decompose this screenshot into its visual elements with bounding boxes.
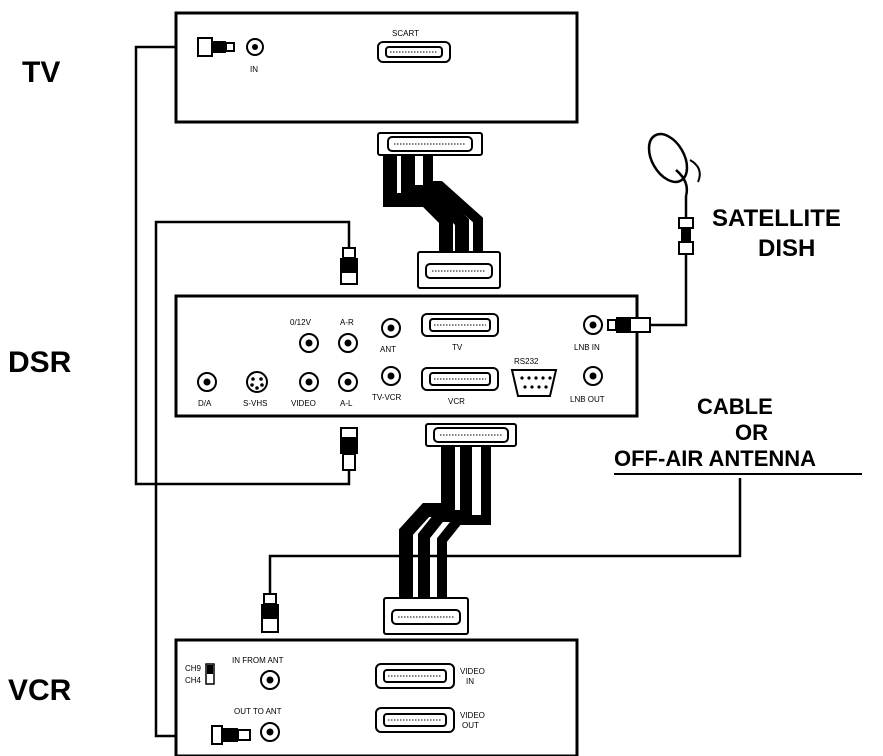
vcr-video-in-label-1: VIDEO — [460, 667, 485, 676]
dsr-v12-label: 0/12V — [290, 318, 312, 327]
dsr-vcr-scart-port[interactable] — [421, 367, 499, 391]
vcr-video-in-scart-port[interactable] — [375, 663, 455, 689]
dsr-al-label: A-L — [340, 399, 353, 408]
dish-feed-cable — [650, 254, 688, 327]
dsr-ant-label: ANT — [380, 345, 396, 354]
vcr-switch-ch-b: CH4 — [185, 676, 202, 685]
dsr-rs232-port[interactable] — [510, 369, 558, 397]
vcr-label: VCR — [8, 674, 72, 707]
dsr-da-port[interactable] — [197, 372, 217, 392]
vcr-out-to-ant-port[interactable] — [260, 722, 280, 742]
dsr-svhs-label: S-VHS — [243, 399, 267, 408]
tv-unit: IN SCART — [174, 11, 579, 124]
tv-scart-port[interactable] — [377, 41, 451, 63]
dsr-video-label: VIDEO — [291, 399, 316, 408]
dsr-ant-port[interactable] — [381, 318, 401, 338]
dsr-al-port[interactable] — [338, 372, 358, 392]
dsr-lnb-in-port[interactable] — [583, 315, 603, 335]
dsr-rs232-label: RS232 — [514, 357, 539, 366]
dsr-tvvcr-label: TV-VCR — [372, 393, 402, 402]
dish-cable-plug — [678, 217, 694, 255]
cable-label-line2: OR — [735, 420, 768, 445]
dsr-v12-port[interactable] — [299, 333, 319, 353]
tv-scart-label: SCART — [392, 29, 419, 38]
vcr-video-out-label-2: OUT — [462, 721, 479, 730]
vcr-in-from-ant-port[interactable] — [260, 670, 280, 690]
vcr-in-cable-plug — [261, 593, 279, 633]
tv-rf-cable — [134, 45, 351, 486]
dsr-tv-scart-port[interactable] — [421, 313, 499, 337]
dsr-lnb-in-plug — [607, 317, 651, 333]
tv-in-port[interactable] — [246, 38, 264, 56]
tv-label: TV — [22, 56, 60, 89]
satellite-dish — [647, 132, 701, 197]
dsr-lnb-out-label: LNB OUT — [570, 395, 605, 404]
vcr-video-out-label-1: VIDEO — [460, 711, 485, 720]
dsr-ar-label: A-R — [340, 318, 354, 327]
dsr-tvvcr-cable-plug — [340, 427, 358, 471]
vcr-video-in-label-2: IN — [466, 677, 474, 686]
dsr-ar-port[interactable] — [338, 333, 358, 353]
tv-in-label: IN — [250, 65, 258, 74]
cable-label-line3: OFF-AIR ANTENNA — [614, 446, 816, 471]
dsr-lnb-out-port[interactable] — [583, 366, 603, 386]
dsr-da-label: D/A — [198, 399, 212, 408]
satellite-label-line2: DISH — [758, 235, 815, 262]
vcr-out-to-ant-plug — [211, 725, 251, 745]
scart-cable-dsr-vcr — [383, 423, 517, 635]
dsr-tv-label: TV — [452, 343, 463, 352]
dsr-tvvcr-port[interactable] — [381, 366, 401, 386]
vcr-video-out-scart-port[interactable] — [375, 707, 455, 733]
dsr-label: DSR — [8, 346, 72, 379]
vcr-in-from-ant-label: IN FROM ANT — [232, 656, 284, 665]
vcr-out-to-ant-label: OUT TO ANT — [234, 707, 282, 716]
vcr-channel-switch[interactable] — [205, 663, 215, 685]
dsr-vcr-label: VCR — [448, 397, 465, 406]
scart-cable-tv-dsr — [377, 132, 501, 289]
dsr-ant-cable-plug — [340, 247, 358, 285]
dsr-svhs-port[interactable] — [246, 371, 268, 393]
dsr-lnb-in-label: LNB IN — [574, 343, 600, 352]
satellite-label-line1: SATELLITE — [712, 205, 841, 232]
dsr-unit: 0/12V A-R ANT TV LNB IN D/A S-VHS — [174, 294, 651, 418]
vcr-unit: CH9 CH4 IN FROM ANT OUT TO ANT VIDEO IN — [174, 638, 579, 756]
tv-in-plug — [197, 37, 235, 57]
vcr-switch-ch-a: CH9 — [185, 664, 202, 673]
cable-label-line1: CABLE — [697, 394, 773, 419]
dsr-video-port[interactable] — [299, 372, 319, 392]
antenna-cable — [268, 478, 742, 594]
